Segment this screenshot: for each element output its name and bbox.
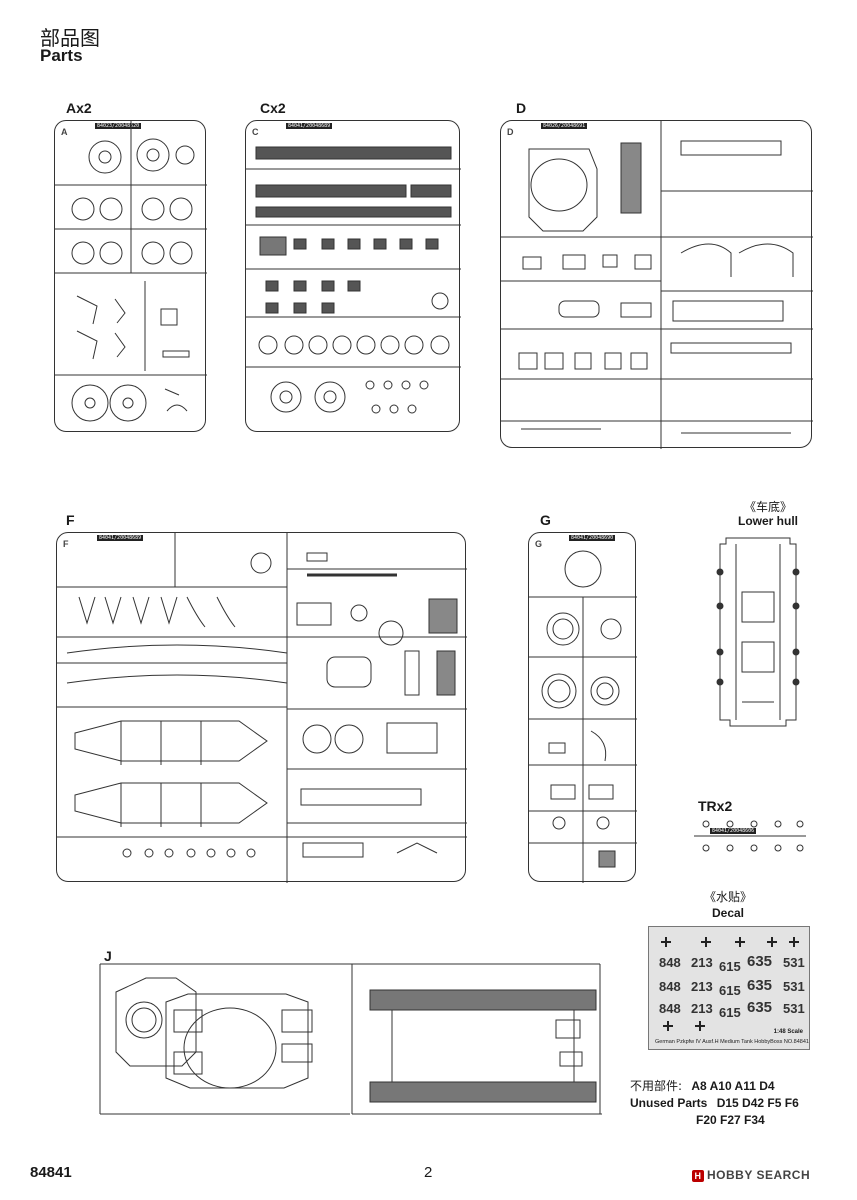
decal-number: 531 [783,1001,805,1016]
sprue-f-code: 84041/20048689 [97,535,144,541]
lower-hull-drawing [712,532,804,728]
sprue-f-drawing [57,533,467,883]
unused-parts-line1: A8 A10 A11 D4 [691,1079,775,1093]
sprue-f-label: F [66,512,75,528]
sprue-a-drawing [55,121,207,422]
sprue-c-letter: C [252,127,259,137]
unused-parts-label-en: Unused Parts [630,1096,708,1110]
lower-hull-caption-cn: 《车底》 [743,500,792,514]
balkenkreuz-icon [735,937,745,947]
decal-number: 635 [747,977,773,994]
watermark-text: HOBBY SEARCH [707,1168,811,1182]
balkenkreuz-icon [767,937,777,947]
sprue-a-letter: A [61,127,68,137]
sprue-d: D 84026/20048691 [500,120,813,449]
sprue-d-code: 84026/20048691 [541,123,588,129]
sprue-a-label: Ax2 [66,100,92,116]
page-title-en: Parts [40,46,83,65]
sprue-g: G 84041/20048690 [528,532,637,883]
decal-caption-cn: 《水贴》 [703,890,752,904]
tr-runner-code: 84041/20048606 [710,828,757,834]
sprue-c-code: 84041/20048689 [286,123,333,129]
balkenkreuz-icon [695,1021,705,1031]
sprue-d-drawing [501,121,813,449]
decal-number: 848 [659,979,681,994]
unused-parts: 不用部件: A8 A10 A11 D4 Unused Parts D15 D42… [630,1078,799,1129]
decal-number: 615 [719,983,741,998]
lower-hull-caption-en: Lower hull [738,514,798,528]
unused-parts-line3: F20 F27 F34 [696,1113,765,1127]
page-title-cn: 部品图 [40,26,100,50]
decal-caption-en: Decal [711,906,745,920]
decal-sheet: 848 213 615 635 531 848 213 615 635 531 … [648,926,810,1050]
decal-number: 531 [783,979,805,994]
sprue-f: F 84041/20048689 [56,532,467,883]
sprue-j-drawing [99,963,602,1115]
sprue-g-letter: G [535,539,543,549]
page-number: 2 [424,1164,433,1181]
sprue-j [56,962,616,1122]
hobbysearch-logo-icon: H [692,1170,704,1182]
decal-number: 615 [719,1005,741,1020]
balkenkreuz-icon [701,937,711,947]
decal-number: 213 [691,1001,713,1016]
balkenkreuz-icon [663,1021,673,1031]
decal-number: 635 [747,999,773,1016]
decal-number: 615 [719,959,741,974]
product-code: 84841 [30,1164,72,1181]
sprue-a: A 84023/20048620 [54,120,207,432]
sprue-g-code: 84041/20048690 [569,535,616,541]
decal-number: 848 [659,1001,681,1016]
decal-number: 213 [691,955,713,970]
decal-scale: 1:48 Scale [773,1029,803,1035]
tr-runner-drawing: 84041/20048606 [690,816,810,856]
unused-parts-line2: D15 D42 F5 F6 [716,1096,799,1110]
tr-runner-label: TRx2 [698,798,733,814]
sprue-j-label: J [104,948,112,964]
decal-number: 213 [691,979,713,994]
sprue-d-label: D [516,100,527,116]
sprue-a-code: 84023/20048620 [95,123,142,129]
decal-number: 848 [659,955,681,970]
sprue-d-letter: D [507,127,514,137]
sprue-c-label: Cx2 [260,100,286,116]
decal-footer: German Pzkpfw IV Ausf.H Medium Tank Hobb… [655,1039,809,1045]
unused-parts-label-cn: 不用部件: [630,1079,683,1093]
balkenkreuz-icon [661,937,671,947]
sprue-f-letter: F [63,539,69,549]
decal-number: 635 [747,953,773,970]
sprue-c: C 84041/20048689 [245,120,461,432]
decal-number: 531 [783,955,805,970]
sprue-g-drawing [529,550,637,883]
sprue-g-label: G [540,512,551,528]
sprue-c-drawing [246,146,461,414]
balkenkreuz-icon [789,937,799,947]
